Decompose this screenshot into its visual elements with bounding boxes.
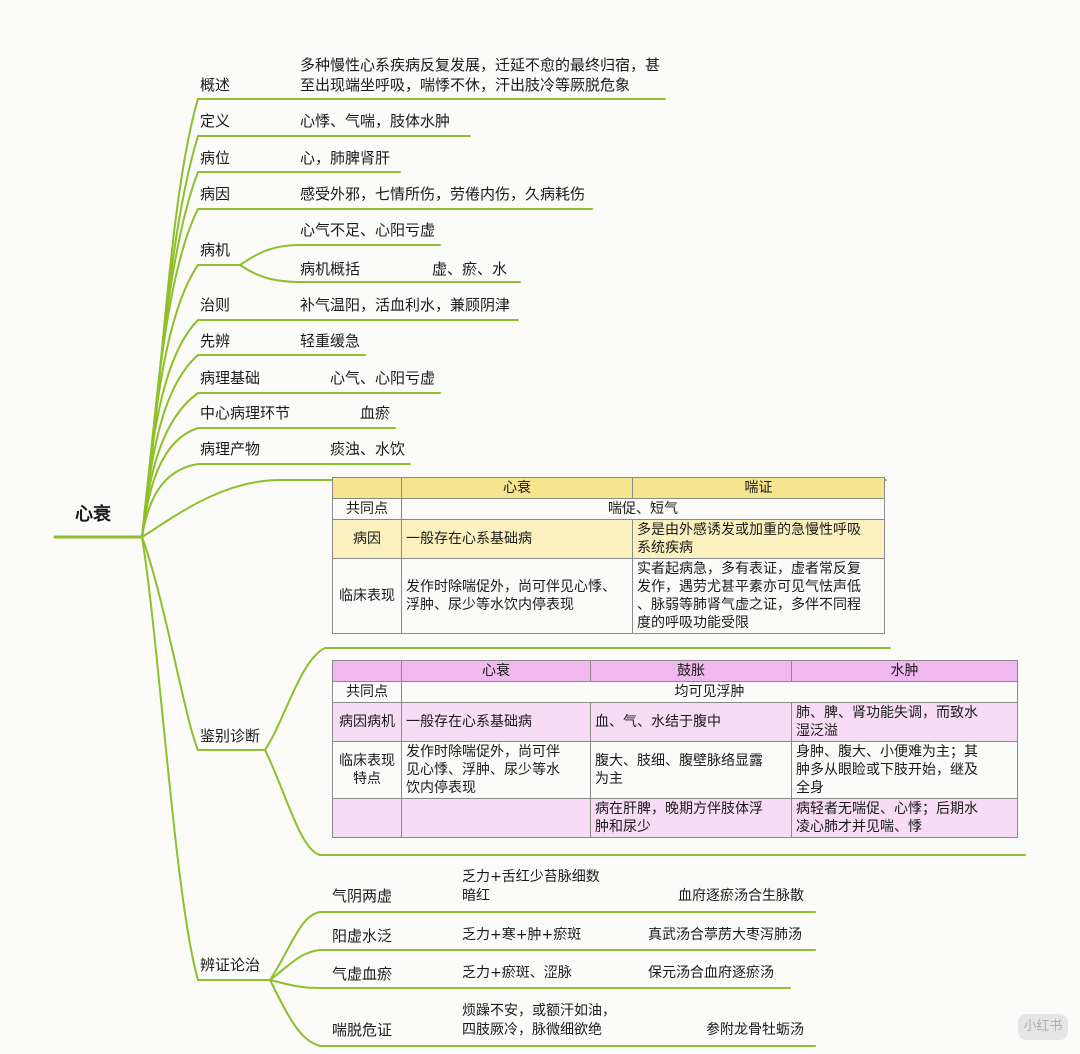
branch-principle-text: 补气温阳，活血利水，兼顾阴津 — [300, 296, 511, 314]
branch-mechanism-sub1: 心气不足、心阳亏虚 — [300, 221, 436, 239]
table2-header-heart: 心衰 — [401, 660, 591, 682]
branch-basis-text: 心气、心阳亏虚 — [330, 369, 436, 387]
syndrome-4-name: 喘脱危证 — [332, 1021, 393, 1039]
syndrome-1-symptom-2: 暗红 — [462, 888, 490, 904]
branch-mechanism-sub2-label: 病机概括 — [300, 260, 361, 278]
table2-row-clinical-heart: 发作时除喘促外，尚可伴见心悸、浮肿、尿少等水饮内停表现 — [401, 741, 591, 799]
root-node: 心衰 — [75, 504, 111, 525]
table2-row-cause-tympanites: 血、气、水结于腹中 — [590, 702, 792, 742]
table2-row-extra-tympanites: 病在肝脾，晚期方伴肢体浮肿和尿少 — [590, 798, 792, 838]
syndrome-3-name: 气虚血瘀 — [332, 965, 393, 983]
branch-mechanism-label: 病机 — [200, 241, 231, 259]
table1-row-cause-heart: 一般存在心系基础病 — [401, 519, 633, 559]
syndrome-2-name: 阳虚水泛 — [332, 927, 393, 945]
table1-row-clinical-label: 临床表现 — [332, 558, 402, 634]
table2-row-clinical-label: 临床表现特点 — [332, 741, 402, 799]
table1-common-label: 共同点 — [332, 498, 402, 520]
branch-location-label: 病位 — [200, 149, 231, 167]
table2-common-value: 均可见浮肿 — [401, 681, 1018, 703]
table2-header-edema: 水肿 — [791, 660, 1018, 682]
syndrome-2-prescription: 真武汤合葶苈大枣泻肺汤 — [648, 927, 802, 943]
branch-product-text: 痰浊、水饮 — [330, 440, 406, 458]
branch-diff-label: 鉴别诊断 — [200, 727, 261, 745]
syndrome-1-symptom-1: 乏力+舌红少苔脉细数 — [462, 869, 600, 885]
table1-header-asthma: 喘证 — [632, 477, 885, 499]
watermark-logo: 小红书 — [1018, 1014, 1068, 1040]
branch-product-label: 病理产物 — [200, 440, 261, 458]
branch-definition-text: 心悸、气喘，肢体水肿 — [300, 112, 451, 130]
syndrome-2-symptom-1: 乏力+寒+肿+瘀斑 — [462, 927, 582, 943]
branch-first-text: 轻重缓急 — [300, 332, 361, 350]
table2-corner — [332, 660, 402, 682]
branch-principle-label: 治则 — [200, 296, 231, 314]
syndrome-1-name: 气阴两虚 — [332, 887, 393, 905]
table1-common-value: 喘促、短气 — [401, 498, 885, 520]
syndrome-4-symptom-1: 烦躁不安，或额汗如油， — [462, 1003, 616, 1019]
table2-row-cause-heart: 一般存在心系基础病 — [401, 702, 591, 742]
table2-row-clinical-edema: 身肿、腹大、小便难为主；其肿多从眼睑或下肢开始，继及全身 — [791, 741, 1018, 799]
table2-row-cause-label: 病因病机 — [332, 702, 402, 742]
table1-corner — [332, 477, 402, 499]
table2-row-extra-heart — [401, 798, 591, 838]
syndrome-4-symptom-2: 四肢厥冷，脉微细欲绝 — [462, 1022, 602, 1038]
table2-header-tympanites: 鼓胀 — [590, 660, 792, 682]
syndrome-3-symptom-1: 乏力+瘀斑、涩脉 — [462, 965, 572, 981]
syndrome-3-prescription: 保元汤合血府逐瘀汤 — [648, 965, 774, 981]
table1-row-cause-label: 病因 — [332, 519, 402, 559]
branch-first-label: 先辨 — [200, 332, 231, 350]
table1-header-heart: 心衰 — [401, 477, 633, 499]
branch-location-text: 心，肺脾肾肝 — [300, 149, 391, 167]
branch-definition-label: 定义 — [200, 112, 231, 130]
table1-row-clinical-heart: 发作时除喘促外，尚可伴见心悸、浮肿、尿少等水饮内停表现 — [401, 558, 633, 634]
table1-row-cause-asthma: 多是由外感诱发或加重的急慢性呼吸系统疾病 — [632, 519, 885, 559]
branch-overview-text-2: 至出现端坐呼吸，喘悸不休，汗出肢冷等厥脱危象 — [300, 76, 631, 94]
table2-row-extra-edema: 病轻者无喘促、心悸；后期水凌心肺才并见喘、悸 — [791, 798, 1018, 838]
branch-cause-label: 病因 — [200, 185, 231, 203]
table2-common-label: 共同点 — [332, 681, 402, 703]
table2-row-extra-label — [332, 798, 402, 838]
table2-row-clinical-tympanites: 腹大、肢细、腹壁脉络显露为主 — [590, 741, 792, 799]
branch-center-text: 血瘀 — [360, 404, 391, 422]
syndrome-4-prescription: 参附龙骨牡蛎汤 — [706, 1022, 804, 1038]
branch-basis-label: 病理基础 — [200, 369, 261, 387]
branch-center-label: 中心病理环节 — [200, 404, 291, 422]
branch-mechanism-sub2-text: 虚、瘀、水 — [432, 260, 508, 278]
branch-cause-text: 感受外邪，七情所伤，劳倦内伤，久病耗伤 — [300, 185, 586, 203]
comparison-table-edema: 心衰 鼓胀 水肿 共同点 均可见浮肿 病因病机 一般存在心系基础病 血、气、水结… — [332, 660, 1018, 838]
branch-syndrome-label: 辨证论治 — [200, 956, 261, 974]
branch-overview-label: 概述 — [200, 76, 231, 94]
table1-row-clinical-asthma: 实者起病急，多有表证，虚者常反复发作，遇劳尤甚平素亦可见气怯声低 、脉弱等肺肾气… — [632, 558, 885, 634]
branch-overview-text-1: 多种慢性心系疾病反复发展，迁延不愈的最终归宿，甚 — [300, 56, 661, 74]
table2-row-cause-edema: 肺、脾、肾功能失调，而致水湿泛溢 — [791, 702, 1018, 742]
syndrome-1-prescription: 血府逐瘀汤合生脉散 — [678, 888, 804, 904]
comparison-table-asthma: 心衰 喘证 共同点 喘促、短气 病因 一般存在心系基础病 多是由外感诱发或加重的… — [332, 477, 885, 634]
